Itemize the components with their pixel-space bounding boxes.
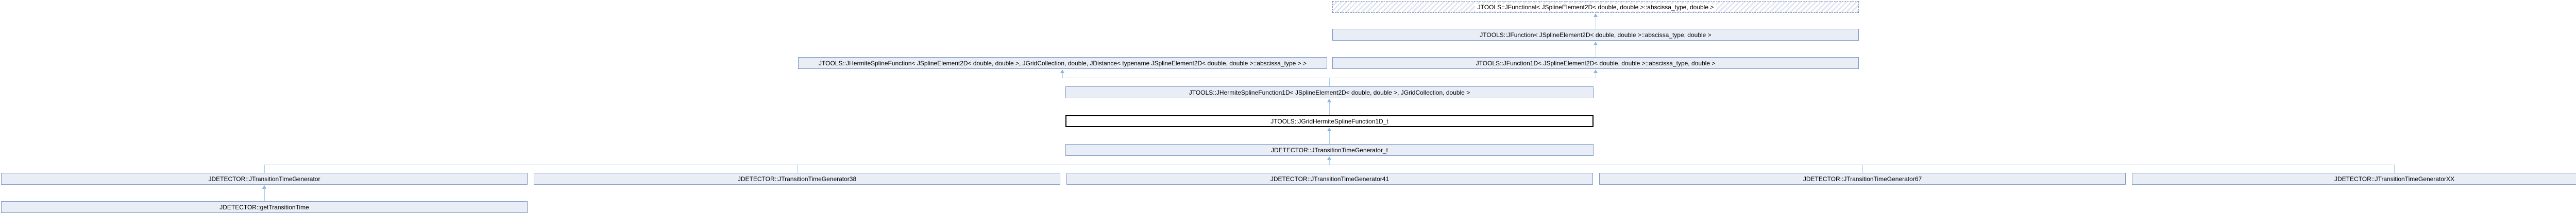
edge-line xyxy=(1329,131,1330,144)
node-jtransitiontimegenerator[interactable]: JDETECTOR::JTransitionTimeGenerator xyxy=(1,173,528,185)
node-gettransitiontime[interactable]: JDETECTOR::getTransitionTime xyxy=(1,201,528,213)
edge-line xyxy=(1329,102,1330,115)
arrowhead-up-icon xyxy=(1327,128,1331,131)
node-jhermitesplinefunction1d[interactable]: JTOOLS::JHermiteSplineFunction1D< JSplin… xyxy=(1065,86,1594,98)
node-label: JTOOLS::JFunction< JSplineElement2D< dou… xyxy=(1480,31,1711,39)
edge-line xyxy=(2394,165,2395,173)
node-label: JDETECTOR::JTransitionTimeGenerator_t xyxy=(1271,146,1388,154)
node-label: JTOOLS::JHermiteSplineFunction1D< JSplin… xyxy=(1189,88,1470,96)
node-jhermitesplinefunction[interactable]: JTOOLS::JHermiteSplineFunction< JSplineE… xyxy=(798,57,1327,69)
node-label: JDETECTOR::JTransitionTimeGenerator67 xyxy=(1803,175,1922,183)
node-jgridhermitesplinefunction1d-t: JTOOLS::JGridHermiteSplineFunction1D_t xyxy=(1065,115,1594,127)
node-jtransitiontimegenerator38[interactable]: JDETECTOR::JTransitionTimeGenerator38 xyxy=(534,173,1060,185)
node-label: JDETECTOR::JTransitionTimeGenerator xyxy=(208,175,320,183)
node-label: JTOOLS::JGridHermiteSplineFunction1D_t xyxy=(1270,117,1388,125)
node-label: JDETECTOR::JTransitionTimeGenerator41 xyxy=(1270,175,1389,183)
node-jtransitiontimegenerator67[interactable]: JDETECTOR::JTransitionTimeGenerator67 xyxy=(1599,173,2126,185)
node-label: JTOOLS::JFunctional< JSplineElement2D< d… xyxy=(1475,3,1717,11)
edge-line xyxy=(797,165,798,173)
arrowhead-up-icon xyxy=(1060,69,1064,73)
edge-line xyxy=(264,188,265,201)
node-jfunction1d[interactable]: JTOOLS::JFunction1D< JSplineElement2D< d… xyxy=(1332,57,1859,69)
arrowhead-up-icon xyxy=(262,185,266,189)
node-jtransitiontimegeneratorxx[interactable]: JDETECTOR::JTransitionTimeGeneratorXX xyxy=(2132,173,2576,185)
node-jfunctional[interactable]: JTOOLS::JFunctional< JSplineElement2D< d… xyxy=(1332,1,1859,13)
edge-line xyxy=(1329,78,1330,86)
node-label: JTOOLS::JFunction1D< JSplineElement2D< d… xyxy=(1476,59,1716,67)
node-jtransitiontimegenerator41[interactable]: JDETECTOR::JTransitionTimeGenerator41 xyxy=(1066,173,1593,185)
edge-line xyxy=(1062,73,1063,78)
edge-line xyxy=(264,165,265,173)
arrowhead-up-icon xyxy=(1594,13,1598,17)
edge-line xyxy=(1329,159,1330,165)
arrowhead-up-icon xyxy=(1594,69,1598,73)
node-label: JDETECTOR::JTransitionTimeGenerator38 xyxy=(737,175,857,183)
node-jtransitiontimegenerator-t[interactable]: JDETECTOR::JTransitionTimeGenerator_t xyxy=(1065,144,1594,156)
node-label: JDETECTOR::getTransitionTime xyxy=(219,203,309,211)
arrowhead-up-icon xyxy=(1327,99,1331,102)
node-jfunction[interactable]: JTOOLS::JFunction< JSplineElement2D< dou… xyxy=(1332,29,1859,41)
arrowhead-up-icon xyxy=(1327,156,1331,160)
arrowhead-up-icon xyxy=(1594,42,1598,45)
edge-line xyxy=(1862,165,1863,173)
node-label: JDETECTOR::JTransitionTimeGeneratorXX xyxy=(2334,175,2454,183)
node-label: JTOOLS::JHermiteSplineFunction< JSplineE… xyxy=(819,59,1307,67)
